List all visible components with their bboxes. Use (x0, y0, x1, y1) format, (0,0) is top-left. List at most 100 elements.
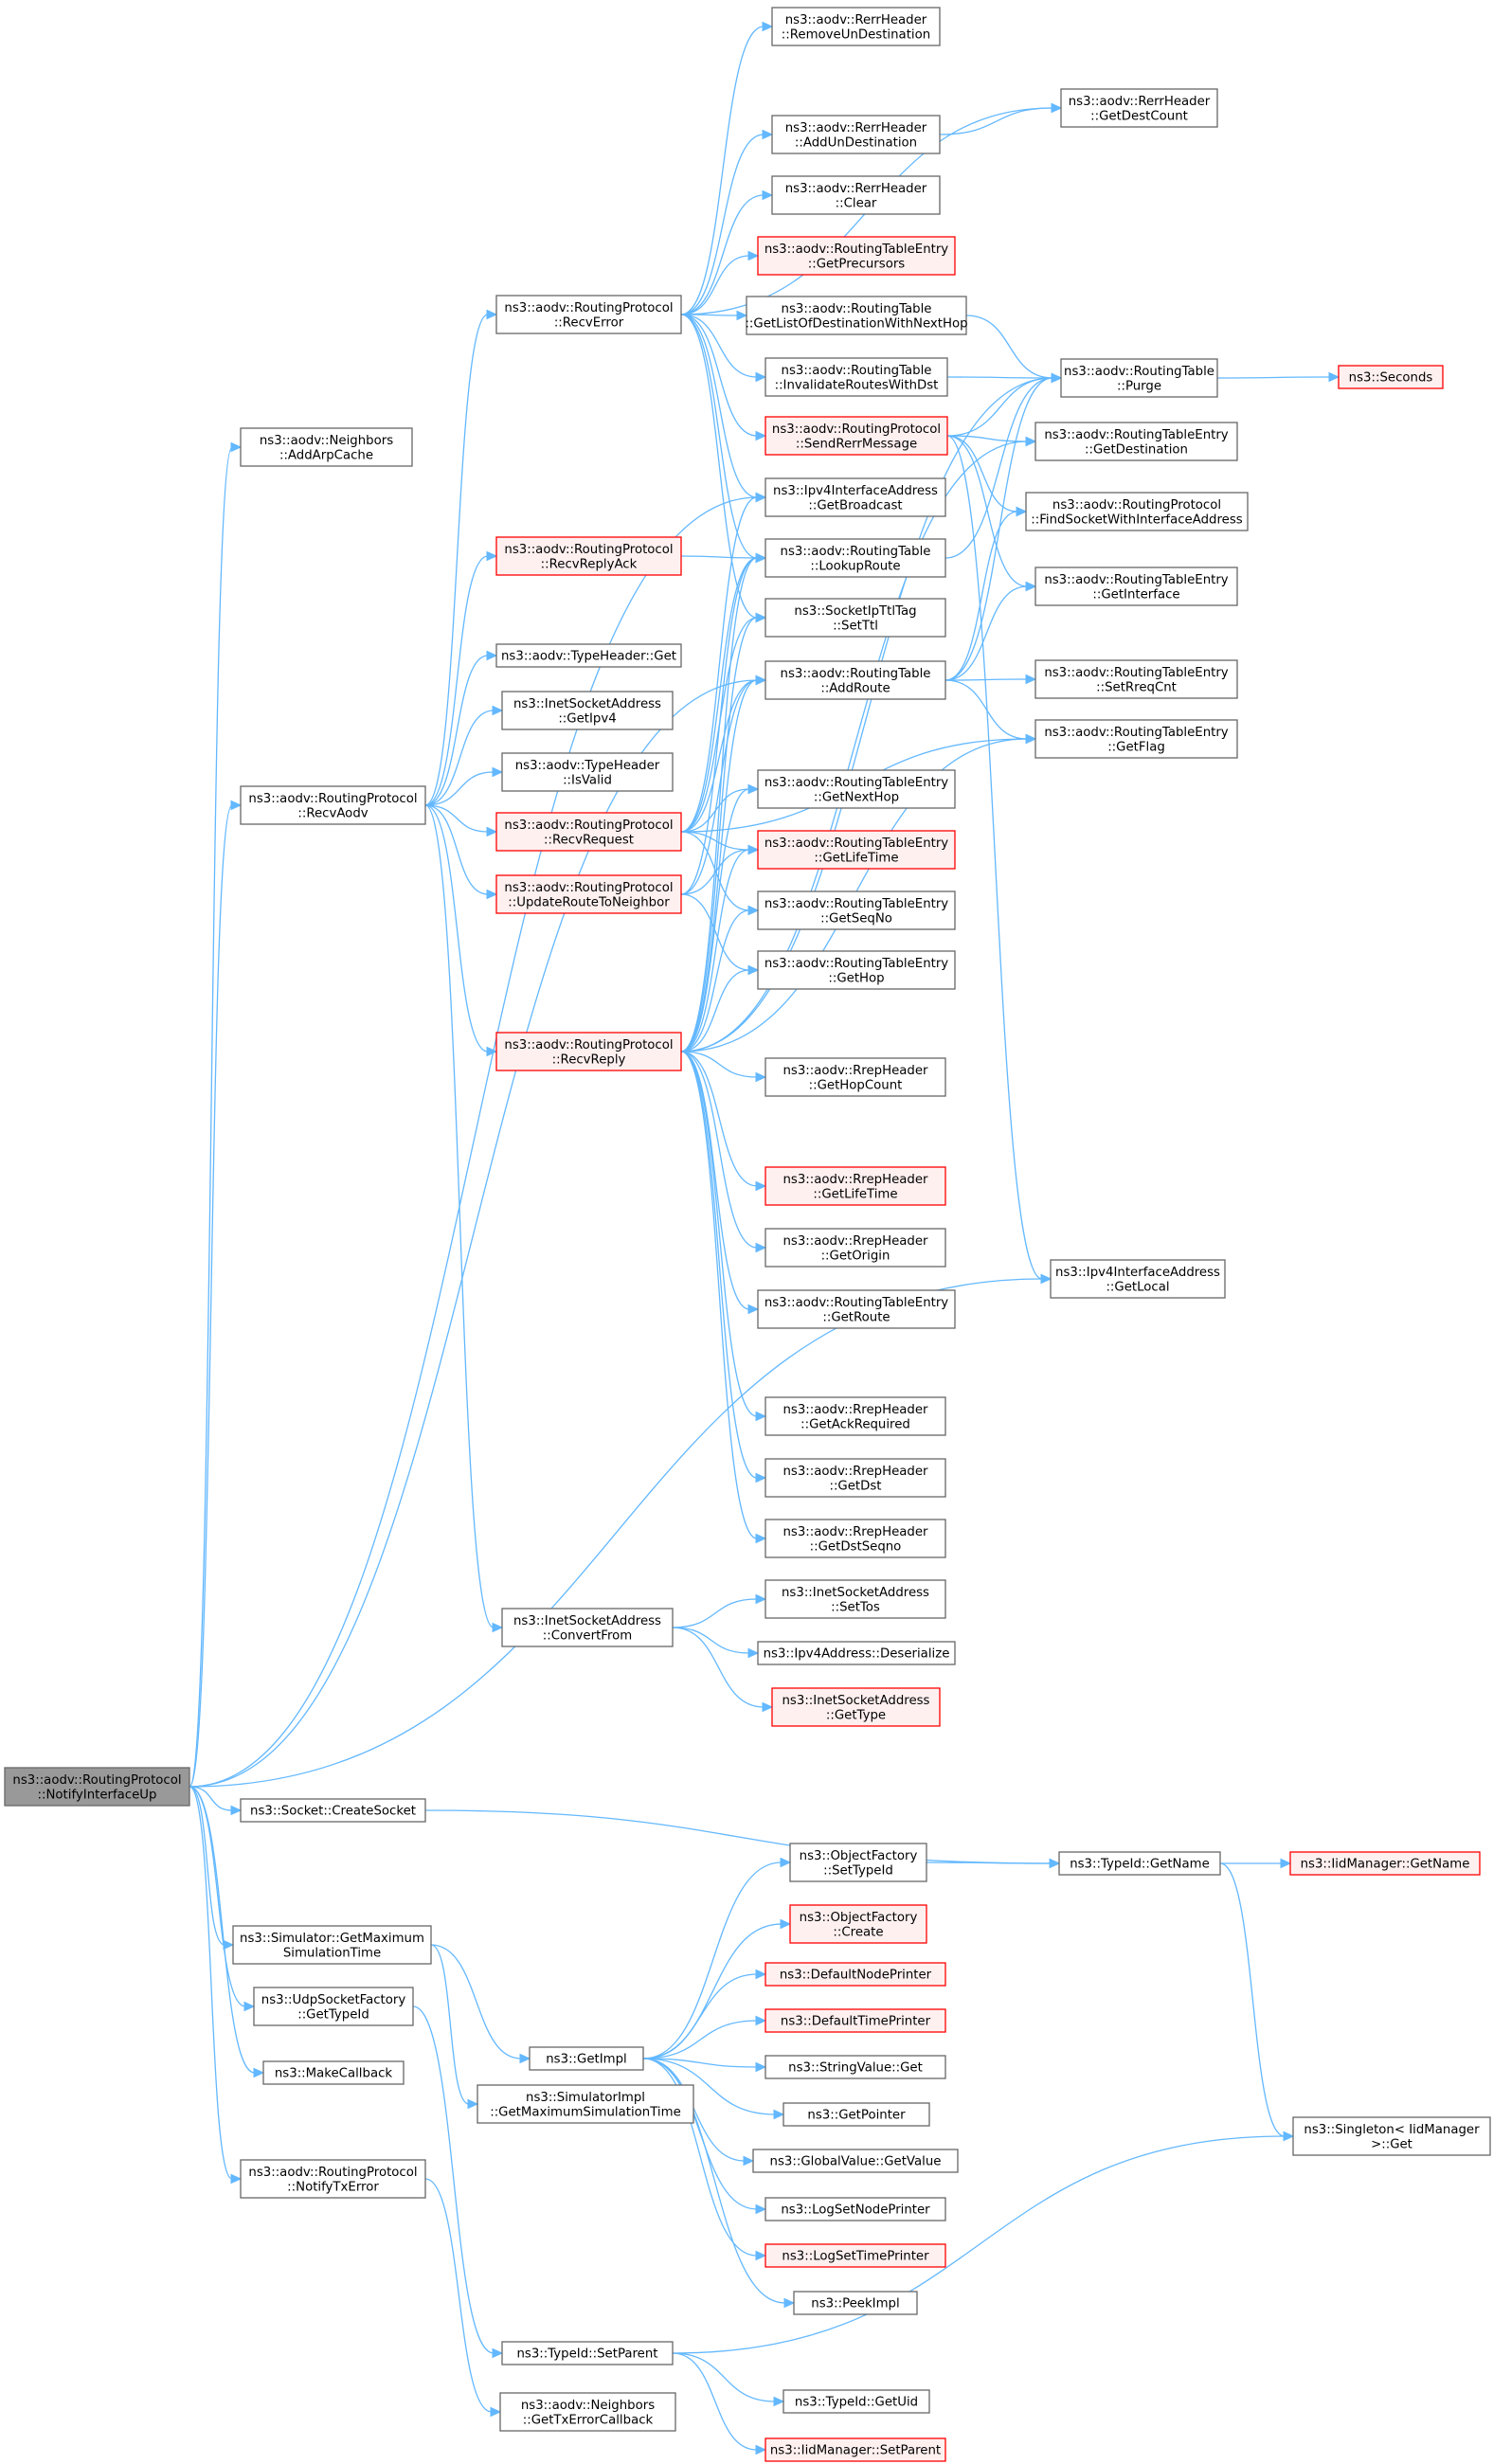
node-iid-get-name[interactable]: ns3::IidManager::GetName (1289, 1851, 1481, 1876)
edge-root-to-get-broadcast (189, 492, 767, 1788)
edge-root-to-recv-aodv (189, 800, 243, 1788)
node-deserialize[interactable]: ns3::Ipv4Address::Deserialize (757, 1641, 956, 1665)
node-box (240, 1798, 426, 1823)
node-type-header-get[interactable]: ns3::aodv::TypeHeader::Get (495, 643, 682, 668)
node-of-create[interactable]: ns3::ObjectFactory::Create (789, 1904, 927, 1944)
node-def-time-printer[interactable]: ns3::DefaultTimePrinter (764, 2008, 946, 2033)
node-get-seq-no[interactable]: ns3::aodv::RoutingTableEntry::GetSeqNo (757, 890, 956, 930)
node-get-dst-seqno[interactable]: ns3::aodv::RrepHeader::GetDstSeqno (764, 1519, 946, 1558)
node-is-valid[interactable]: ns3::aodv::TypeHeader::IsValid (501, 752, 674, 792)
node-get-tx-error-cb[interactable]: ns3::aodv::Neighbors::GetTxErrorCallback (499, 2392, 676, 2432)
node-get-dest-count[interactable]: ns3::aodv::RerrHeader::GetDestCount (1060, 88, 1218, 128)
node-label: ns3::SocketIpTtlTag (794, 604, 916, 619)
node-label: ::SendRerrMessage (796, 437, 917, 451)
node-label: ns3::GlobalValue::GetValue (770, 2155, 942, 2169)
node-log-set-time[interactable]: ns3::LogSetTimePrinter (764, 2243, 946, 2268)
node-inet-get-type[interactable]: ns3::InetSocketAddress::GetType (771, 1687, 941, 1727)
node-box (764, 598, 946, 638)
node-get-max-sim[interactable]: ns3::Simulator::GetMaximumSimulationTime (232, 1925, 432, 1965)
node-get-precursors[interactable]: ns3::aodv::RoutingTableEntry::GetPrecurs… (757, 236, 956, 276)
node-label: ::RemoveUnDestination (782, 27, 930, 42)
node-label: ns3::aodv::RoutingTableEntry (1044, 428, 1228, 442)
node-get-uid[interactable]: ns3::TypeId::GetUid (782, 2389, 930, 2414)
node-box (1034, 567, 1238, 606)
node-get-impl[interactable]: ns3::GetImpl (529, 2046, 644, 2071)
node-label: ::UpdateRouteToNeighbor (508, 895, 670, 909)
node-label: ::Create (833, 1925, 883, 1939)
node-remove-un-dest[interactable]: ns3::aodv::RerrHeader::RemoveUnDestinati… (771, 7, 941, 46)
node-add-route[interactable]: ns3::aodv::RoutingTable::AddRoute (764, 660, 946, 700)
node-recv-reply[interactable]: ns3::aodv::RoutingProtocol::RecvReply (495, 1032, 682, 1071)
node-box (495, 812, 682, 852)
node-root: ns3::aodv::RoutingProtocol::NotifyInterf… (4, 1767, 190, 1807)
node-iid-set-parent[interactable]: ns3::IidManager::SetParent (764, 2437, 946, 2462)
node-convert-from[interactable]: ns3::InetSocketAddress::ConvertFrom (501, 1608, 674, 1647)
node-label: ::GetMaximumSimulationTime (490, 2105, 681, 2119)
node-get-interface[interactable]: ns3::aodv::RoutingTableEntry::GetInterfa… (1034, 567, 1238, 606)
node-get-route[interactable]: ns3::aodv::RoutingTableEntry::GetRoute (757, 1289, 956, 1329)
node-seconds[interactable]: ns3::Seconds (1338, 365, 1444, 389)
edge-create-socket-to-type-id-get-name (424, 1809, 1061, 1869)
node-find-socket[interactable]: ns3::aodv::RoutingProtocol::FindSocketWi… (1025, 492, 1249, 531)
node-recv-error[interactable]: ns3::aodv::RoutingProtocol::RecvError (495, 295, 682, 334)
node-rrep-get-life-time[interactable]: ns3::aodv::RrepHeader::GetLifeTime (764, 1166, 946, 1206)
node-get-flag[interactable]: ns3::aodv::RoutingTableEntry::GetFlag (1034, 719, 1238, 759)
edge-root-to-create-socket (189, 1786, 243, 1816)
node-get-hop[interactable]: ns3::aodv::RoutingTableEntry::GetHop (757, 950, 956, 990)
node-get-hop-count[interactable]: ns3::aodv::RrepHeader::GetHopCount (764, 1057, 946, 1097)
node-get-ack-required[interactable]: ns3::aodv::RrepHeader::GetAckRequired (764, 1396, 946, 1436)
node-get-list-of-dest[interactable]: ns3::aodv::RoutingTable::GetListOfDestin… (745, 296, 968, 335)
node-set-rreq-cnt[interactable]: ns3::aodv::RoutingTableEntry::SetRreqCnt (1034, 659, 1238, 699)
node-box (764, 1166, 946, 1206)
node-global-value-get[interactable]: ns3::GlobalValue::GetValue (752, 2149, 959, 2173)
node-recv-request[interactable]: ns3::aodv::RoutingProtocol::RecvRequest (495, 812, 682, 852)
node-set-tos[interactable]: ns3::InetSocketAddress::SetTos (764, 1579, 946, 1619)
node-string-value-get[interactable]: ns3::StringValue::Get (764, 2055, 946, 2079)
node-label: ns3::aodv::RoutingTableEntry (1044, 573, 1228, 587)
node-get-origin[interactable]: ns3::aodv::RrepHeader::GetOrigin (764, 1228, 946, 1268)
node-box (499, 2392, 676, 2432)
node-label: ns3::aodv::RoutingProtocol (772, 423, 941, 437)
node-type-id-get-name[interactable]: ns3::TypeId::GetName (1058, 1851, 1221, 1876)
node-udp-get-type-id[interactable]: ns3::UdpSocketFactory::GetTypeId (253, 1987, 414, 2026)
node-invalidate-routes[interactable]: ns3::aodv::RoutingTable::InvalidateRoute… (764, 357, 948, 397)
node-get-destination[interactable]: ns3::aodv::RoutingTableEntry::GetDestina… (1034, 422, 1238, 461)
node-label: ns3::LogSetNodePrinter (781, 2203, 930, 2218)
node-add-arp-cache[interactable]: ns3::aodv::Neighbors::AddArpCache (240, 427, 413, 467)
node-recv-aodv[interactable]: ns3::aodv::RoutingProtocol::RecvAodv (240, 785, 426, 825)
node-label: ::GetTxErrorCallback (523, 2413, 654, 2427)
node-update-route[interactable]: ns3::aodv::RoutingProtocol::UpdateRouteT… (495, 874, 682, 914)
node-get-next-hop[interactable]: ns3::aodv::RoutingTableEntry::GetNextHop (757, 769, 956, 809)
node-def-node-printer[interactable]: ns3::DefaultNodePrinter (764, 1962, 946, 1987)
node-add-un-dest[interactable]: ns3::aodv::RerrHeader::AddUnDestination (771, 115, 941, 154)
node-label: ::GetTypeId (297, 2007, 369, 2022)
node-log-set-node[interactable]: ns3::LogSetNodePrinter (764, 2197, 946, 2221)
node-purge[interactable]: ns3::aodv::RoutingTable::Purge (1060, 358, 1218, 398)
edge-recv-error-to-rerr-clear (680, 189, 774, 315)
node-get-dst[interactable]: ns3::aodv::RrepHeader::GetDst (764, 1458, 946, 1498)
node-make-callback[interactable]: ns3::MakeCallback (262, 2060, 405, 2085)
node-sim-impl-get-max[interactable]: ns3::SimulatorImpl::GetMaximumSimulation… (477, 2084, 694, 2124)
node-create-socket[interactable]: ns3::Socket::CreateSocket (240, 1798, 426, 1823)
node-notify-tx-error[interactable]: ns3::aodv::RoutingProtocol::NotifyTxErro… (240, 2159, 426, 2199)
node-label: ns3::aodv::RoutingProtocol (12, 1773, 181, 1788)
node-peek-impl[interactable]: ns3::PeekImpl (793, 2291, 918, 2315)
node-rerr-clear[interactable]: ns3::aodv::RerrHeader::Clear (771, 175, 941, 215)
node-get-local[interactable]: ns3::Ipv4InterfaceAddress::GetLocal (1050, 1259, 1226, 1299)
node-label: ::RecvRequest (544, 833, 634, 847)
node-send-rerr[interactable]: ns3::aodv::RoutingProtocol::SendRerrMess… (764, 416, 948, 456)
node-label: ns3::Socket::CreateSocket (250, 1805, 416, 1819)
node-get-life-time[interactable]: ns3::aodv::RoutingTableEntry::GetLifeTim… (757, 830, 956, 870)
node-recv-reply-ack[interactable]: ns3::aodv::RoutingProtocol::RecvReplyAck (495, 536, 682, 576)
node-box (764, 357, 948, 397)
node-of-set-type-id[interactable]: ns3::ObjectFactory::SetTypeId (789, 1843, 927, 1882)
node-singleton-get[interactable]: ns3::Singleton< IidManager>::Get (1292, 2116, 1491, 2156)
node-label: ns3::LogSetTimePrinter (782, 2250, 929, 2264)
node-set-parent[interactable]: ns3::TypeId::SetParent (501, 2341, 674, 2365)
edge-get-impl-to-of-set-type-id (642, 1857, 792, 2059)
node-get-ipv4[interactable]: ns3::InetSocketAddress::GetIpv4 (501, 691, 674, 730)
node-get-broadcast[interactable]: ns3::Ipv4InterfaceAddress::GetBroadcast (764, 477, 946, 517)
node-set-ttl[interactable]: ns3::SocketIpTtlTag::SetTtl (764, 598, 946, 638)
node-get-pointer[interactable]: ns3::GetPointer (782, 2102, 930, 2127)
node-lookup-route[interactable]: ns3::aodv::RoutingTable::LookupRoute (764, 538, 946, 578)
